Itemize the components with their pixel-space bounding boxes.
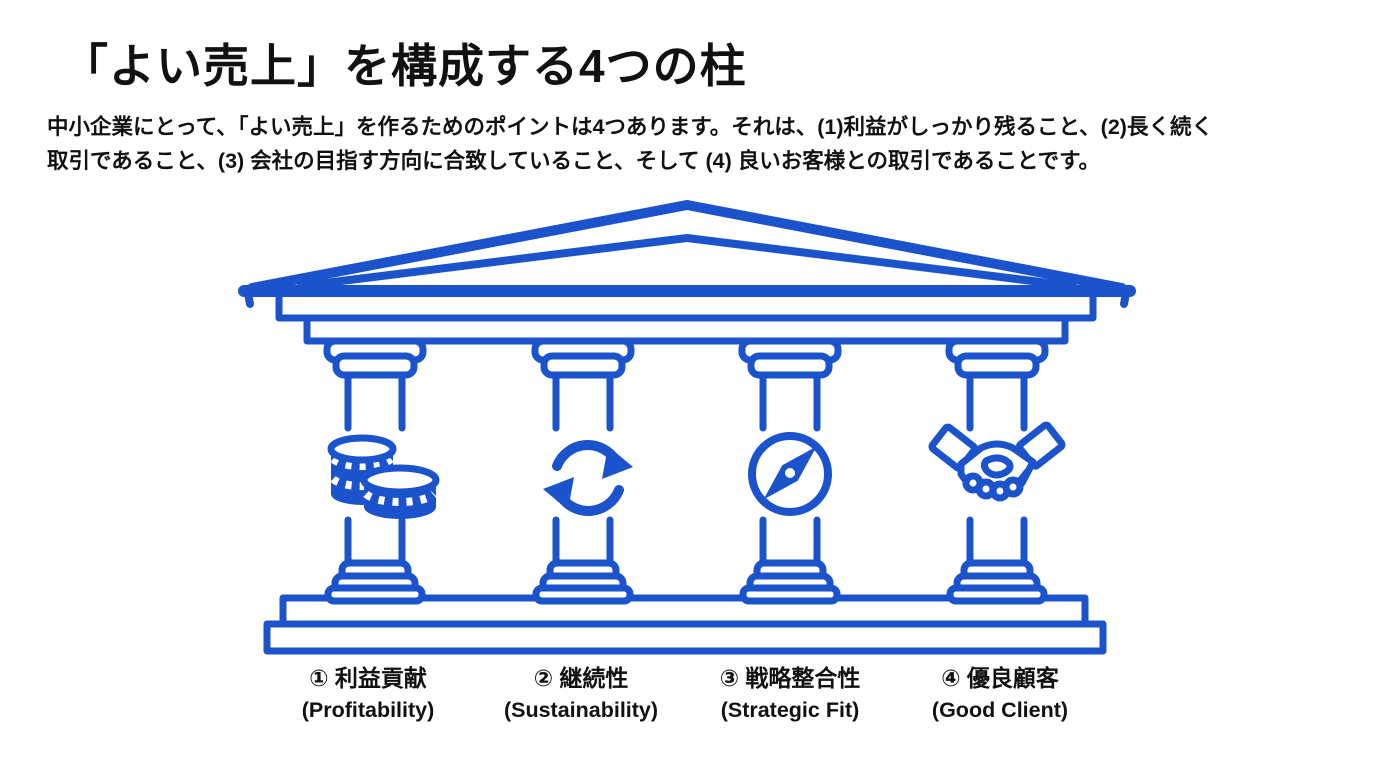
- entablature: [275, 297, 1097, 345]
- compass-icon: [748, 432, 832, 516]
- stylobate: [263, 594, 1107, 655]
- description-line-1: 中小企業にとって、「よい売上」を作るためのポイントは4つあります。それは、(1)…: [47, 115, 1213, 139]
- pillar-label-good-client: ④ 優良顧客 (Good Client): [860, 662, 1140, 726]
- pediment-cornice-left-stub: [244, 289, 254, 308]
- pillar-label-sustainability: ② 継続性 (Sustainability): [441, 662, 721, 726]
- handshake-icon: [928, 421, 1066, 502]
- slide-description: 中小企業にとって、「よい売上」を作るためのポイントは4つあります。それは、(1)…: [47, 110, 1337, 178]
- pediment: [238, 200, 1136, 308]
- stylobate-lower-slab: [263, 620, 1107, 655]
- pillar-label-jp: ③ 戦略整合性: [719, 665, 861, 691]
- pillar-label-en: (Good Client): [931, 698, 1069, 722]
- pillar-label-en: (Strategic Fit): [720, 698, 860, 722]
- slide-title: 「よい売上」を構成する4つの柱: [62, 40, 747, 92]
- pediment-inner-triangle: [297, 234, 1077, 290]
- pediment-cornice-right-stub: [1120, 289, 1130, 308]
- cycle-arrows-icon: [543, 440, 633, 516]
- pillar-label-en: (Profitability): [301, 698, 435, 722]
- entablature-band-lower: [303, 320, 1069, 345]
- pillar-label-jp: ① 利益貢献: [309, 665, 427, 691]
- pillar-label-jp: ④ 優良顧客: [941, 665, 1059, 691]
- entablature-band-upper: [275, 297, 1097, 322]
- coins-icon: [327, 434, 440, 519]
- pediment-outer-triangle: [247, 200, 1127, 293]
- pillar-label-strategic-fit: ③ 戦略整合性 (Strategic Fit): [650, 662, 930, 726]
- pillar-label-profitability: ① 利益貢献 (Profitability): [228, 662, 508, 726]
- description-line-2: 取引であること、(3) 会社の目指す方向に合致していること、そして (4) 良い…: [47, 149, 1101, 173]
- pillar-label-en: (Sustainability): [503, 698, 659, 722]
- pillar-label-jp: ② 継続性: [533, 665, 629, 691]
